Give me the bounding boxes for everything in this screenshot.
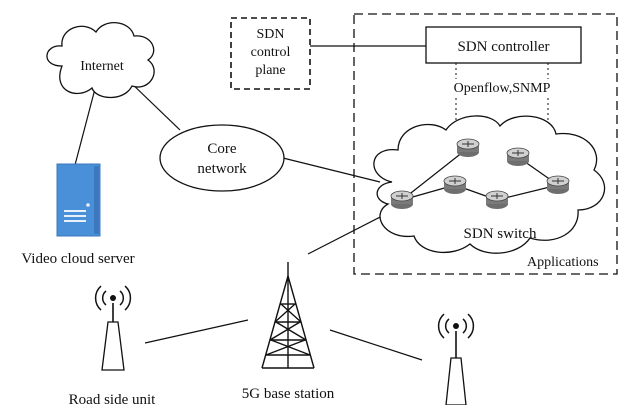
sdn-control-plane-box [230, 17, 311, 90]
router-icon [456, 138, 480, 157]
base-station-label: 5G base station [242, 386, 335, 402]
control-plane-line-3: plane [255, 63, 285, 78]
core-sdn-link [282, 157, 381, 183]
router-icon [390, 190, 414, 209]
applications-label: Applications [527, 255, 599, 270]
internet-label: Internet [80, 59, 124, 74]
station-sdn-link [307, 211, 391, 255]
core-network-line-1: Core [207, 141, 237, 157]
internet-server-link [74, 84, 97, 166]
server-icon [56, 163, 101, 237]
internet-core-link [127, 79, 181, 131]
control-plane-line-2: control [251, 45, 291, 60]
station-rsu2-link [329, 329, 423, 361]
rsu-station-link [144, 319, 249, 344]
sdn-controller-box [425, 26, 582, 64]
openflow-label-bg [440, 79, 564, 95]
video-cloud-server-label: Video cloud server [21, 251, 134, 267]
core-network-line-2: network [197, 161, 247, 177]
road-side-unit-label: Road side unit [69, 392, 156, 405]
cloud-icon [46, 22, 155, 99]
roadside-unit-icon [437, 313, 475, 406]
cell-tower-icon [261, 262, 315, 369]
sdn-switch-cloud [373, 115, 606, 254]
roadside-unit-icon [94, 285, 132, 371]
router-icon [546, 175, 570, 194]
core-network-ellipse [159, 124, 285, 192]
sdn-switch-label: SDN switch [464, 226, 537, 242]
router-icon [506, 147, 530, 166]
applications-region [353, 13, 618, 275]
router-icon [485, 190, 509, 209]
router-icon [443, 175, 467, 194]
openflow-label: Openflow,SNMP [454, 81, 551, 96]
control-plane-line-1: SDN [256, 27, 284, 42]
sdn-controller-label: SDN controller [457, 39, 549, 55]
